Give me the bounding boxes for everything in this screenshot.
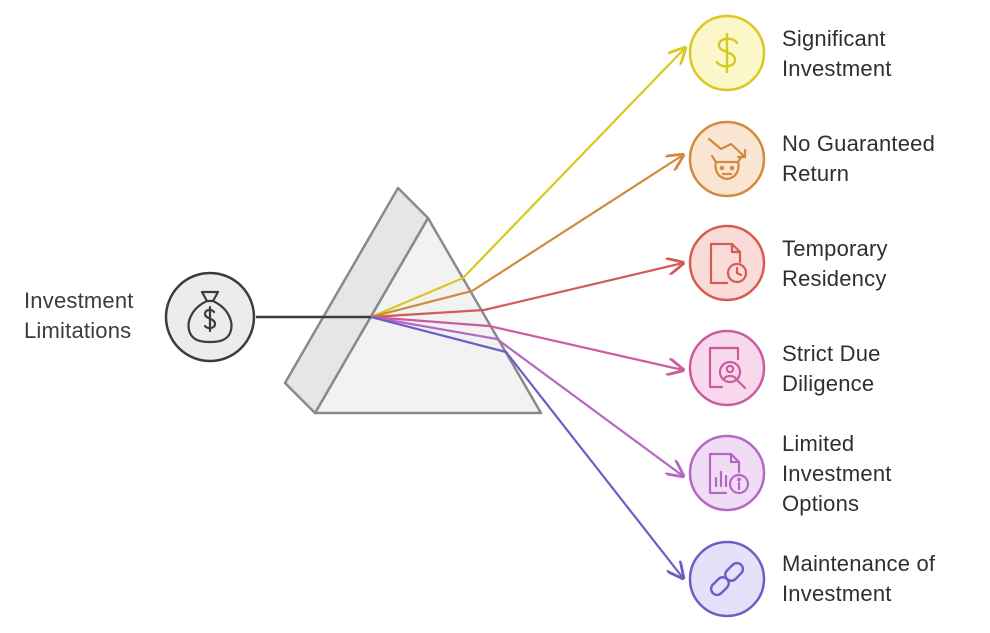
source-label: Investment Limitations (24, 286, 134, 346)
node-maintenance-of-investment (688, 540, 766, 618)
label-line: Investment (782, 581, 892, 606)
label-line: Investment (782, 461, 892, 486)
label-line: Options (782, 491, 860, 516)
beam-temporary-residency (370, 263, 683, 319)
label-significant-investment: Significant Investment (782, 24, 892, 84)
node-limited-investment-options (688, 434, 766, 512)
beams (370, 48, 685, 578)
dollar-icon (715, 32, 739, 74)
source-label-line-2: Limitations (24, 318, 132, 343)
source-node (164, 271, 256, 363)
beam-maintenance-of-investment (370, 315, 683, 578)
beam-limited-investment-options (370, 315, 683, 476)
label-line: Strict Due (782, 341, 881, 366)
label-line: Return (782, 161, 850, 186)
chain-link-icon (709, 561, 745, 597)
label-no-guaranteed-return: No Guaranteed Return (782, 129, 935, 189)
beam-significant-investment (370, 48, 685, 319)
document-search-person-icon (708, 346, 747, 390)
label-line: Limited (782, 431, 855, 456)
node-temporary-residency (688, 224, 766, 302)
node-strict-due-diligence (688, 329, 766, 407)
bull-market-down-icon (707, 137, 747, 181)
label-line: Investment (782, 56, 892, 81)
document-clock-icon (709, 242, 748, 285)
document-chart-info-icon (708, 452, 750, 495)
beam-no-guaranteed-return (370, 155, 683, 319)
label-line: No Guaranteed (782, 131, 936, 156)
label-maintenance-of-investment: Maintenance of Investment (782, 549, 935, 609)
node-significant-investment (688, 14, 766, 92)
label-line: Maintenance of (782, 551, 936, 576)
prism-side-face (283, 186, 430, 415)
label-temporary-residency: Temporary Residency (782, 234, 888, 294)
beam-strict-due-diligence (370, 315, 683, 370)
label-line: Diligence (782, 371, 875, 396)
node-no-guaranteed-return (688, 120, 766, 198)
label-line: Significant (782, 26, 886, 51)
label-limited-investment-options: Limited Investment Options (782, 429, 892, 519)
money-bag-icon (187, 290, 233, 344)
label-strict-due-diligence: Strict Due Diligence (782, 339, 881, 399)
label-line: Temporary (782, 236, 888, 261)
source-label-line-1: Investment (24, 288, 134, 313)
prism (283, 186, 543, 415)
label-line: Residency (782, 266, 887, 291)
